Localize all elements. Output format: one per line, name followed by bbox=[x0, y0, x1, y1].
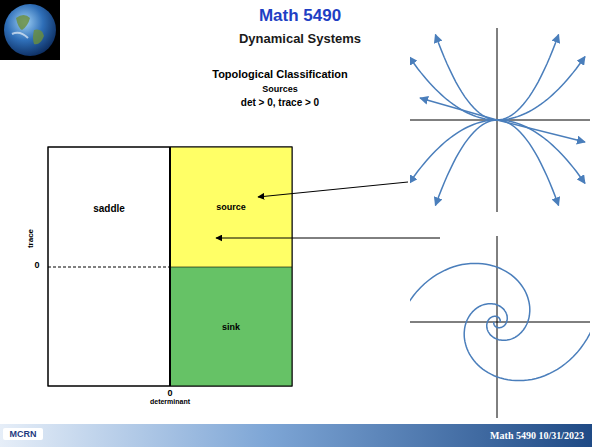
spiral-trajectory bbox=[464, 304, 590, 381]
trajectory bbox=[497, 120, 585, 142]
earth-icon bbox=[0, 0, 60, 60]
trajectory bbox=[497, 57, 585, 120]
spiral-source-portrait bbox=[410, 236, 590, 418]
logo-text: MCRN bbox=[3, 428, 43, 440]
source-region: source bbox=[170, 147, 292, 267]
trace-determinant-plane bbox=[48, 147, 292, 386]
region-label: source bbox=[216, 202, 246, 212]
axis-label: trace bbox=[26, 219, 35, 259]
sink-region: sink bbox=[170, 267, 292, 386]
trajectory bbox=[435, 120, 497, 205]
slide-title: Math 5490 bbox=[150, 6, 450, 26]
axis-tick: 0 bbox=[30, 260, 44, 270]
axis-label: determinant bbox=[130, 398, 210, 405]
trajectory bbox=[497, 35, 559, 120]
condition-text: det > 0, trace > 0 bbox=[180, 97, 380, 108]
trajectory bbox=[410, 120, 497, 183]
region-label: sink bbox=[222, 322, 240, 332]
saddle-region: saddle bbox=[48, 147, 170, 386]
spiral-trajectory bbox=[410, 263, 530, 340]
trajectory bbox=[435, 35, 497, 120]
trajectory bbox=[410, 57, 497, 120]
section-heading: Topological Classification bbox=[180, 68, 380, 80]
leader-arrow bbox=[258, 182, 408, 197]
slide-subtitle: Dynamical Systems bbox=[150, 31, 450, 46]
trajectory bbox=[497, 120, 585, 183]
section-subheading: Sources bbox=[180, 84, 380, 94]
leader-arrow bbox=[216, 238, 440, 239]
footer-text: Math 5490 10/31/2023 bbox=[392, 430, 584, 441]
node-source-portrait bbox=[410, 28, 590, 212]
region-label: saddle bbox=[93, 203, 125, 214]
footer-bar bbox=[0, 424, 592, 447]
trajectory bbox=[420, 98, 497, 120]
axis-tick: 0 bbox=[163, 388, 177, 398]
